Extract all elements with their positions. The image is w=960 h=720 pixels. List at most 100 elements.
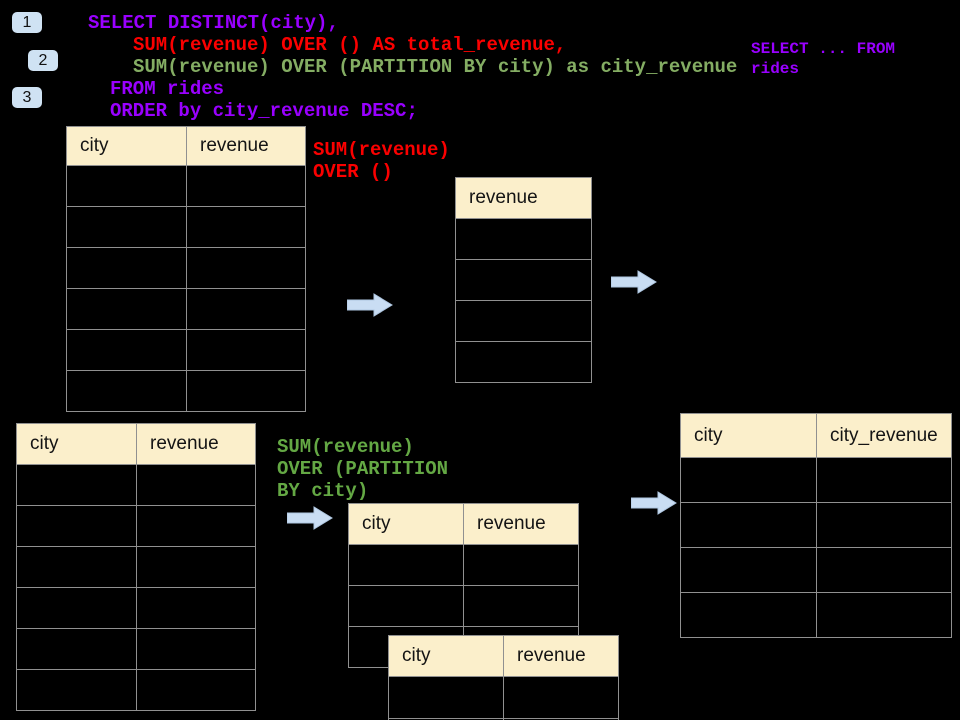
table-row	[349, 586, 578, 627]
table-cell	[137, 670, 255, 710]
table-cell	[817, 548, 951, 592]
table-header-row: city revenue	[17, 424, 255, 465]
table-row	[681, 593, 951, 637]
table-row	[17, 506, 255, 547]
table-cell	[17, 547, 137, 587]
column-header-city: city	[349, 504, 464, 544]
table-partition-overlay: city revenue	[388, 635, 619, 720]
table-cell	[67, 330, 187, 370]
table-cell	[456, 260, 591, 300]
sql-code-line-order: ORDER by city_revenue DESC;	[110, 100, 418, 122]
table-body	[67, 166, 305, 411]
column-header-city: city	[17, 424, 137, 464]
table-cell	[17, 506, 137, 546]
table-cell	[681, 593, 817, 637]
sql-code-line-sum-partition: SUM(revenue) OVER (PARTITION BY city) as…	[133, 56, 738, 78]
table-partition-middle: city revenue	[348, 503, 579, 668]
table-row	[681, 548, 951, 593]
table-row	[456, 342, 591, 382]
table-cell	[817, 503, 951, 547]
table-header-row: city revenue	[389, 636, 618, 677]
label-sum-over-total: SUM(revenue)OVER ()	[313, 139, 450, 183]
table-row	[681, 458, 951, 503]
table-cell	[349, 586, 464, 626]
table-cell	[137, 506, 255, 546]
step-badge-2: 2	[28, 50, 58, 71]
sql-code-line-sum-over: SUM(revenue) OVER () AS total_revenue,	[133, 34, 567, 56]
table-cell	[137, 465, 255, 505]
table-body	[456, 219, 591, 382]
table-row	[17, 670, 255, 710]
table-body	[681, 458, 951, 637]
table-cell	[389, 677, 504, 718]
column-header-city: city	[681, 414, 817, 457]
table-cell	[187, 330, 305, 370]
table-cell	[137, 547, 255, 587]
flow-arrow-icon	[611, 270, 657, 294]
table-row	[17, 547, 255, 588]
table-row	[67, 289, 305, 330]
table-body	[17, 465, 255, 710]
table-cell	[817, 593, 951, 637]
table-cell	[349, 545, 464, 585]
table-cell	[137, 629, 255, 669]
label-total-line2: OVER ()	[313, 161, 393, 183]
table-row	[389, 677, 618, 719]
sql-code-line-select: SELECT DISTINCT(city),	[88, 12, 339, 34]
table-header-row: city city_revenue	[681, 414, 951, 458]
table-row	[67, 330, 305, 371]
table-cell	[464, 545, 578, 585]
table-cell	[456, 342, 591, 382]
label-total-line1: SUM(revenue)	[313, 139, 450, 161]
label-partition-line3: BY city)	[277, 480, 369, 502]
table-cell	[17, 588, 137, 628]
table-row	[17, 588, 255, 629]
table-row	[349, 545, 578, 586]
flow-arrow-icon	[287, 506, 333, 530]
table-row	[17, 465, 255, 506]
side-note-line1: SELECT ... FROM	[751, 40, 896, 58]
table-header-row: city revenue	[349, 504, 578, 545]
table-source-top: city revenue	[66, 126, 306, 412]
table-header-row: revenue	[456, 178, 591, 219]
table-header-row: city revenue	[67, 127, 305, 166]
column-header-revenue: revenue	[469, 187, 538, 208]
table-total-revenue-result: revenue	[455, 177, 592, 383]
table-row	[67, 207, 305, 248]
table-row	[681, 503, 951, 548]
table-row	[67, 371, 305, 411]
column-header-revenue: revenue	[200, 135, 269, 156]
table-body	[389, 677, 618, 720]
table-cell	[67, 289, 187, 329]
table-cell	[456, 301, 591, 341]
table-cell	[187, 207, 305, 247]
table-row	[67, 248, 305, 289]
table-cell	[187, 371, 305, 411]
table-source-bottom: city revenue	[16, 423, 256, 711]
column-header-city-revenue: city_revenue	[830, 424, 938, 446]
table-cell	[67, 166, 187, 206]
flow-arrow-icon	[631, 491, 677, 515]
table-cell	[17, 465, 137, 505]
table-cell	[137, 588, 255, 628]
table-cell	[17, 629, 137, 669]
table-row	[456, 260, 591, 301]
label-partition-line1: SUM(revenue)	[277, 436, 414, 458]
table-cell	[67, 207, 187, 247]
column-header-revenue: revenue	[150, 433, 219, 454]
table-row	[456, 301, 591, 342]
table-cell	[187, 166, 305, 206]
table-cell	[464, 586, 578, 626]
table-cell	[67, 248, 187, 288]
table-row	[17, 629, 255, 670]
table-cell	[17, 670, 137, 710]
table-row	[67, 166, 305, 207]
flow-arrow-icon	[347, 293, 393, 317]
table-cell	[681, 503, 817, 547]
table-cell	[817, 458, 951, 502]
table-final-result: city city_revenue	[680, 413, 952, 638]
label-partition-line2: OVER (PARTITION	[277, 458, 449, 480]
